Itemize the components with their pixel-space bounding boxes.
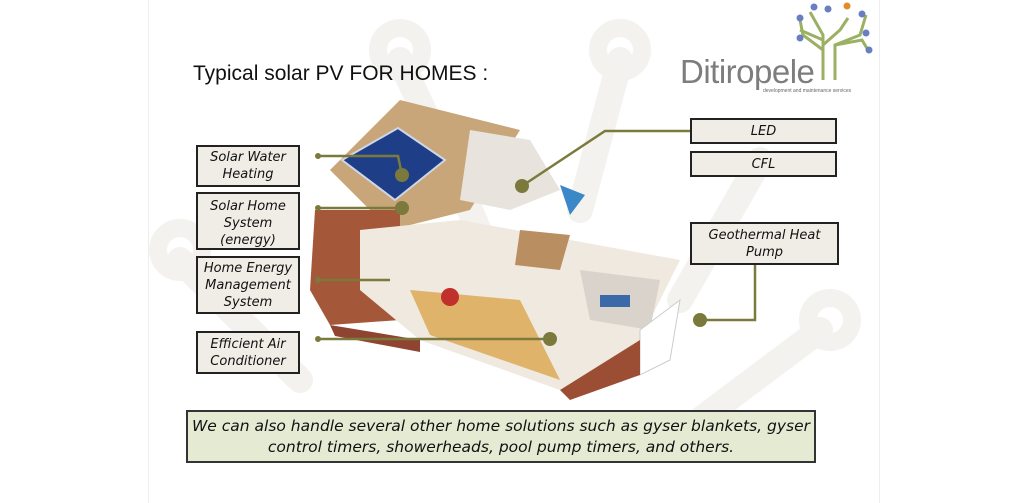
label-solar-home-system: Solar Home System (energy)	[196, 192, 300, 250]
label-efficient-air-conditioner: Efficient Air Conditioner	[196, 331, 300, 374]
slide-title: Typical solar PV FOR HOMES :	[193, 62, 489, 85]
label-cfl: CFL	[690, 151, 837, 177]
logo-tagline: development and maintenance services	[763, 88, 852, 94]
label-solar-water-heating: Solar Water Heating	[196, 145, 300, 187]
label-led: LED	[690, 118, 837, 144]
label-geothermal-heat-pump: Geothermal Heat Pump	[690, 222, 839, 265]
label-home-energy-management: Home Energy Management System	[196, 256, 300, 314]
footer-note: We can also handle several other home so…	[186, 410, 816, 463]
logo-name: Ditiropele	[680, 53, 815, 90]
